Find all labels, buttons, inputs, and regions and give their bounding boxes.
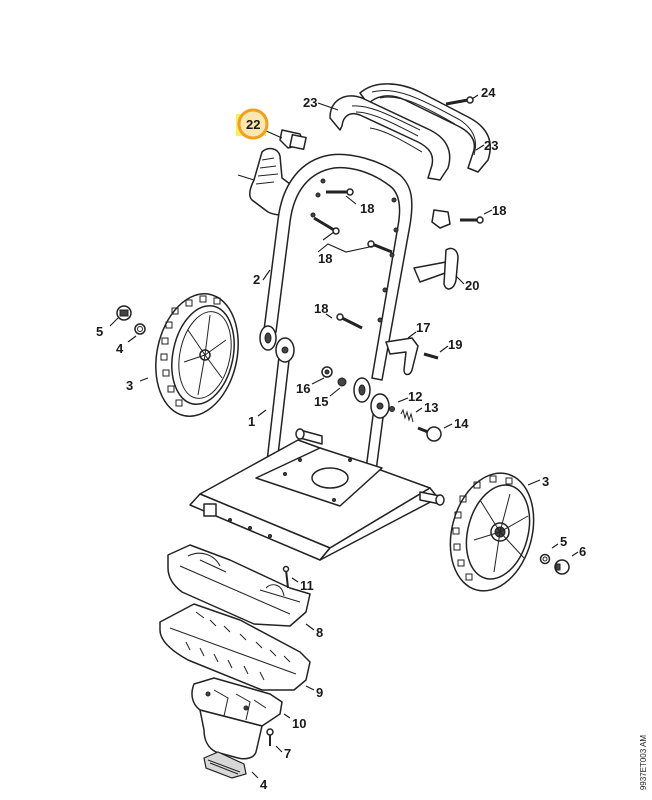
foot-tray-6[interactable] [167,544,311,627]
spring-13[interactable] [400,408,414,423]
callout-5-left[interactable]: 5 [96,324,103,339]
screw-19[interactable] [423,352,439,360]
washer-12[interactable] [389,406,395,412]
screw-24[interactable] [445,96,474,106]
drawing-code: 9937ET003 AM [639,734,648,790]
callout-7[interactable]: 9 [316,685,323,700]
callout-22[interactable]: 22 [246,117,260,132]
cap-5-right[interactable] [554,559,570,575]
callout-labels: 22 23 23 24 18 18 18 18 20 2 17 19 16 15… [96,85,586,792]
callout-9[interactable]: 10 [292,716,306,731]
callout-4-right[interactable]: 5 [560,534,567,549]
handle-grip-front[interactable] [329,95,451,181]
callout-1[interactable]: 1 [248,414,255,429]
callout-8[interactable]: 11 [300,578,314,593]
cable-clip[interactable] [431,209,451,229]
bolt-18-c[interactable] [367,240,393,254]
screw-8[interactable] [282,565,290,589]
bolt-18-e[interactable] [336,313,363,330]
callout-2[interactable]: 2 [253,272,260,287]
callout-18-d[interactable]: 18 [314,301,328,316]
lower-frame[interactable] [189,337,445,561]
clip-part-22[interactable] [279,129,307,151]
callout-3-right[interactable]: 3 [542,474,549,489]
hose-hook-20[interactable] [413,247,459,290]
callout-24[interactable]: 24 [481,85,496,100]
callout-11[interactable]: 7 [284,746,291,761]
highlight-ring [237,108,269,140]
leader-lines [109,94,579,779]
knob-14[interactable] [417,426,442,442]
washer-4-right[interactable] [539,553,551,565]
bolt-18-b[interactable] [313,216,340,235]
callout-12[interactable]: 12 [408,389,422,404]
nut-16[interactable] [321,366,333,378]
washer-15[interactable] [337,377,347,387]
foot-plate-7[interactable] [159,603,311,691]
wheel-left[interactable] [145,286,249,424]
bracket-17[interactable] [385,337,419,376]
callout-14[interactable]: 14 [454,416,469,431]
screw-11[interactable] [266,728,274,746]
highlight-part-22[interactable] [236,108,269,140]
callout-13[interactable]: 13 [424,400,438,415]
callout-23-a[interactable]: 23 [303,95,317,110]
callout-18-b[interactable]: 18 [318,251,332,266]
callout-18-c[interactable]: 18 [492,203,506,218]
callout-23-b[interactable]: 23 [484,138,498,153]
callout-18-a[interactable]: 18 [360,201,374,216]
callout-3-left[interactable]: 3 [126,378,133,393]
callout-19[interactable]: 19 [448,337,462,352]
callout-17[interactable]: 17 [416,320,430,335]
washer-4-left[interactable] [134,323,146,335]
bolt-18-d[interactable] [460,216,484,224]
callout-16[interactable]: 16 [296,381,310,396]
upper-handle-frame[interactable] [259,153,413,403]
callout-15[interactable]: 15 [314,394,328,409]
callout-10[interactable]: 4 [260,777,268,792]
handle-grip-rear[interactable] [359,83,491,173]
cap-5-left[interactable] [116,305,132,321]
callout-20[interactable]: 20 [465,278,479,293]
grip-pad-10[interactable] [203,751,247,779]
callout-4-left[interactable]: 4 [116,341,124,356]
callout-6[interactable]: 8 [316,625,323,640]
callout-5-right[interactable]: 6 [579,544,586,559]
wheel-right[interactable] [438,464,546,601]
bolt-18-a[interactable] [326,188,354,196]
storage-bin-9[interactable] [191,677,283,760]
